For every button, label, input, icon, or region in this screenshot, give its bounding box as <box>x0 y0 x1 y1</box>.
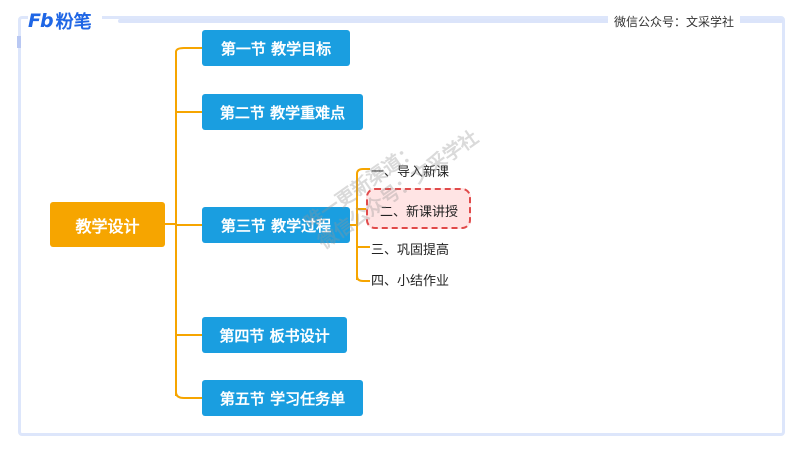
section-node-2: 第二节 教学重难点 <box>202 94 363 130</box>
brand-logo: Fb 粉笔 <box>28 8 102 34</box>
section-node-3: 第三节 教学过程 <box>202 207 350 243</box>
section-node-4: 第四节 板书设计 <box>202 317 347 353</box>
branch-t4 <box>356 275 370 282</box>
root-node: 教学设计 <box>50 202 165 247</box>
section-node-1: 第一节 教学目标 <box>202 30 350 66</box>
highlight-box <box>366 188 471 229</box>
slide-frame <box>18 16 785 436</box>
branch-s1 <box>175 47 202 53</box>
process-step-4: 四、小结作业 <box>371 274 450 289</box>
branch-t1 <box>356 168 370 175</box>
logo-text: 粉笔 <box>55 12 92 33</box>
process-step-3: 三、巩固提高 <box>371 243 450 258</box>
branch-s5 <box>175 391 202 399</box>
process-step-2: 二、新课讲授 <box>380 205 459 220</box>
header-divider <box>118 19 783 23</box>
process-step-1: 一、导入新课 <box>371 165 450 180</box>
wechat-note: 微信公众号：文采学社 <box>607 13 740 30</box>
section-node-5: 第五节 学习任务单 <box>202 380 363 416</box>
frame-corner-accent <box>17 36 21 48</box>
logo-mark-icon: Fb <box>28 10 54 32</box>
